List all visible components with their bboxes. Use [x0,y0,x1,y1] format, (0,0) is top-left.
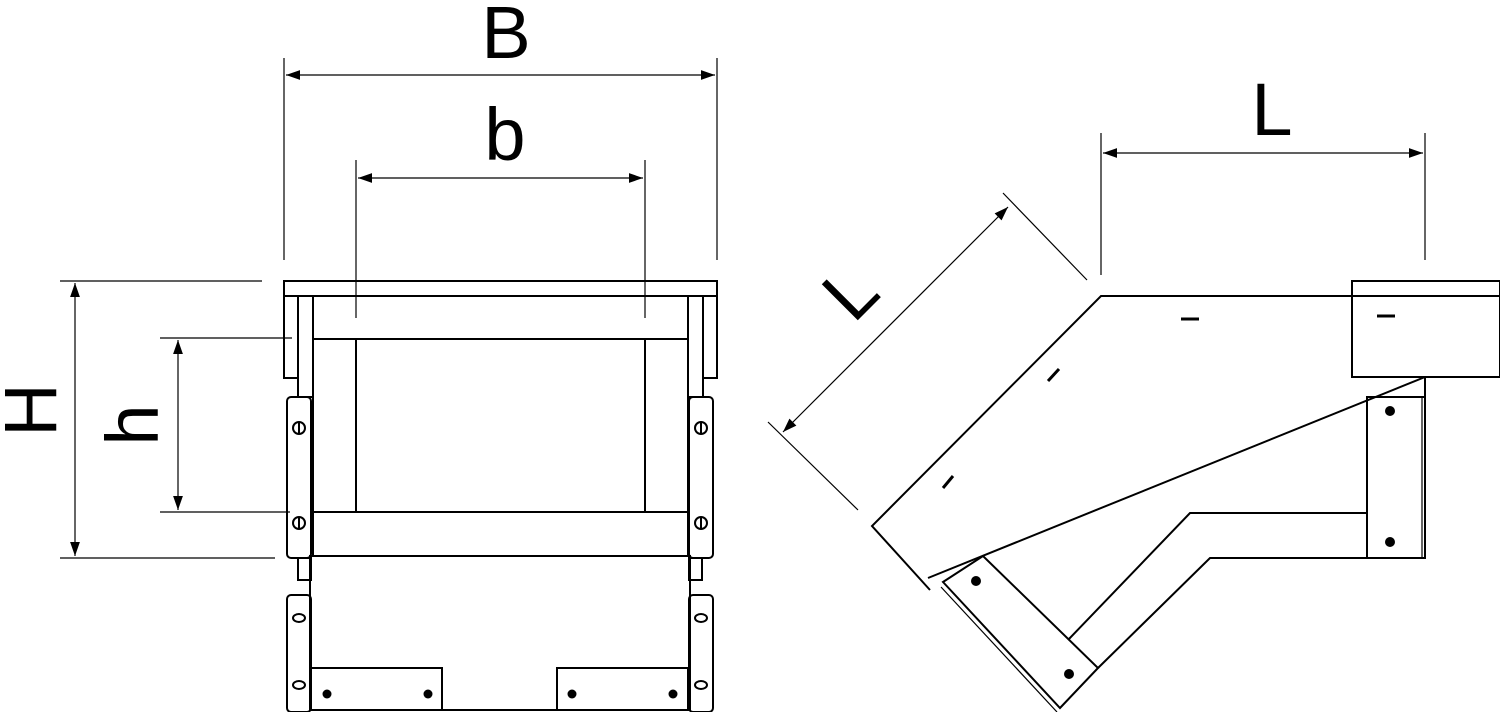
front-view [283,280,718,712]
dimension-L-horizontal: L [1100,68,1426,275]
slot-hole-icon [292,613,708,690]
label-H: H [0,383,72,436]
dimension-H: H [0,280,275,559]
right-bracket [688,396,714,559]
bolt-icon [971,406,1395,679]
label-L-horizontal: L [1251,68,1292,151]
angled-bracket [941,554,1100,710]
side-view [870,280,1500,712]
screw-icon [292,421,708,530]
label-b: b [484,93,525,176]
dimension-h: h [91,337,292,513]
dimension-B: B [283,0,718,260]
label-L-diagonal: L [806,248,894,336]
bolt-icon [322,689,678,699]
label-h: h [91,404,174,445]
marker-dash-icon [941,314,1395,489]
side-bracket [1366,396,1426,559]
dimension-b: b [355,93,646,318]
label-B: B [481,0,530,74]
left-bracket [286,396,312,559]
dimension-L-diagonal: L [767,192,1088,511]
